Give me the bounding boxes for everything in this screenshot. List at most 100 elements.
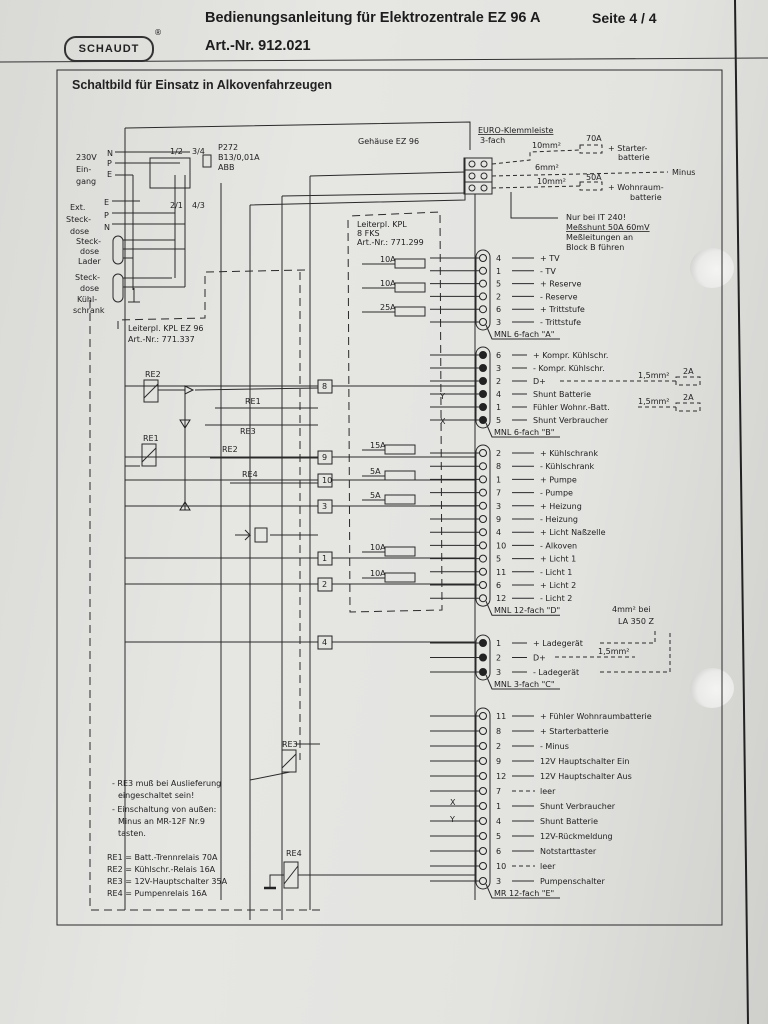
svg-text:4/3: 4/3 (192, 201, 205, 210)
connector-pin (479, 757, 487, 765)
fuse-rating: 5A (370, 491, 381, 500)
relay-re2: RE2 (143, 370, 319, 510)
svg-text:+ Wohnraum-: + Wohnraum- (608, 183, 664, 192)
pin-label: 12V Hauptschalter Ein (540, 757, 629, 766)
fuse (675, 376, 701, 386)
svg-text:E: E (104, 198, 109, 207)
caption-leader (485, 324, 560, 340)
svg-text:Kühl-: Kühl- (77, 295, 97, 304)
connector-pin (479, 416, 487, 424)
svg-text:RE2: RE2 (145, 370, 161, 379)
connector-housing (475, 707, 491, 890)
pin-number: 10 (496, 862, 506, 871)
connector-housing (475, 346, 491, 429)
svg-text:50A: 50A (586, 173, 602, 182)
caption-leader (485, 883, 560, 899)
connector-pin (479, 567, 487, 576)
svg-text:Lader: Lader (78, 257, 101, 266)
pin-label: Shunt Verbraucher (540, 802, 616, 811)
pin-number: 5 (496, 832, 501, 841)
terminal-number: 2 (322, 580, 327, 589)
svg-text:Meßshunt 50A 60mV: Meßshunt 50A 60mV (566, 223, 650, 232)
connector-pin (479, 832, 487, 840)
svg-text:RE1: RE1 (245, 397, 261, 406)
svg-text:3-fach: 3-fach (480, 136, 505, 145)
svg-text:Leiterpl. KPL EZ 96: Leiterpl. KPL EZ 96 (128, 324, 204, 333)
pin-number: 1 (496, 639, 501, 648)
connector-pin (479, 351, 487, 359)
ext-wire (600, 630, 656, 644)
fuse-rating: 2A (683, 393, 694, 402)
pin-label: Shunt Verbraucher (533, 416, 609, 425)
connector-pin (479, 528, 487, 537)
pin-number: 2 (496, 654, 501, 663)
pin-number: 5 (496, 416, 501, 425)
fuse (384, 546, 416, 557)
pin-number: 1 (496, 475, 501, 484)
punch-hole (690, 668, 734, 708)
breaker-p272: P272 B13/0,01A ABB 1/2 3/4 2/1 4/3 (170, 143, 260, 210)
ext-wire (600, 630, 671, 673)
pin-label: + Kühlschrank (540, 449, 598, 458)
connector-pin (479, 292, 487, 301)
caption-leader (485, 422, 560, 438)
diagram-heading: Schaltbild für Einsatz in Alkovenfahrzeu… (72, 78, 332, 92)
pin-label: D+ (533, 654, 546, 663)
pin-label: Fühler Wohnr.-Batt. (533, 403, 610, 412)
pin-label: - Licht 1 (540, 568, 572, 577)
terminal-number: 3 (322, 502, 327, 511)
svg-text:RE4: RE4 (242, 470, 258, 479)
fuse-rating: 15A (370, 441, 386, 450)
pin-number: 4 (496, 390, 501, 399)
connector-pin (479, 390, 487, 398)
cross-section: 1,5mm² (638, 397, 670, 406)
registered-mark: ® (154, 28, 162, 37)
svg-text:Meßleitungen an: Meßleitungen an (566, 233, 633, 242)
pin-number: 3 (496, 877, 501, 886)
connector-pin (479, 772, 487, 780)
note: LA 350 Z (618, 617, 654, 626)
svg-text:2/1: 2/1 (170, 201, 183, 210)
xy-labels: Y X X Y (439, 392, 456, 824)
pin-label: - Ladegerät (533, 668, 579, 677)
page-number: Seite 4 / 4 (592, 10, 657, 26)
pin-number: 10 (496, 541, 506, 550)
svg-text:gang: gang (76, 177, 96, 186)
connector-pin (479, 449, 487, 457)
svg-text:Ein-: Ein- (76, 165, 91, 174)
connector-pin (479, 877, 487, 885)
pin-number: 2 (496, 292, 501, 301)
fuse (384, 470, 416, 481)
pin-number: 4 (496, 817, 501, 826)
connector-pin (479, 377, 487, 385)
svg-text:batterie: batterie (630, 193, 662, 202)
connector-caption: MNL 6-fach "B" (494, 428, 554, 437)
fridge-socket: Steck- dose Kühl- schrank (73, 273, 140, 315)
connector-pin (479, 475, 487, 484)
connector-pin (479, 318, 487, 326)
pin-label: leer (540, 862, 556, 871)
terminal-number: 1 (322, 554, 327, 563)
svg-text:dose: dose (80, 284, 99, 293)
pin-label: - Minus (540, 742, 569, 751)
svg-text:1/2: 1/2 (170, 147, 183, 156)
pin-label: - Pumpe (540, 489, 573, 498)
fuse-rating: 10A (370, 543, 386, 552)
pin-number: 2 (496, 377, 501, 386)
connector-pin (479, 279, 487, 288)
pin-label: + Fühler Wohnraumbatterie (540, 712, 652, 721)
pin-number: 7 (496, 787, 501, 796)
connector-caption: MNL 3-fach "C" (494, 680, 555, 689)
svg-text:70A: 70A (586, 134, 602, 143)
charger-socket: Steck- dose Lader (76, 235, 124, 266)
svg-text:N: N (104, 223, 110, 232)
fuse-rating: 10A (380, 279, 396, 288)
fuse (394, 258, 426, 269)
connector-pin (479, 305, 487, 314)
connector-pin (479, 847, 487, 855)
article-number: Art.-Nr. 912.021 (205, 38, 311, 54)
note-line: Minus an MR-12F Nr.9 (118, 817, 205, 826)
connector-pin (479, 515, 487, 523)
